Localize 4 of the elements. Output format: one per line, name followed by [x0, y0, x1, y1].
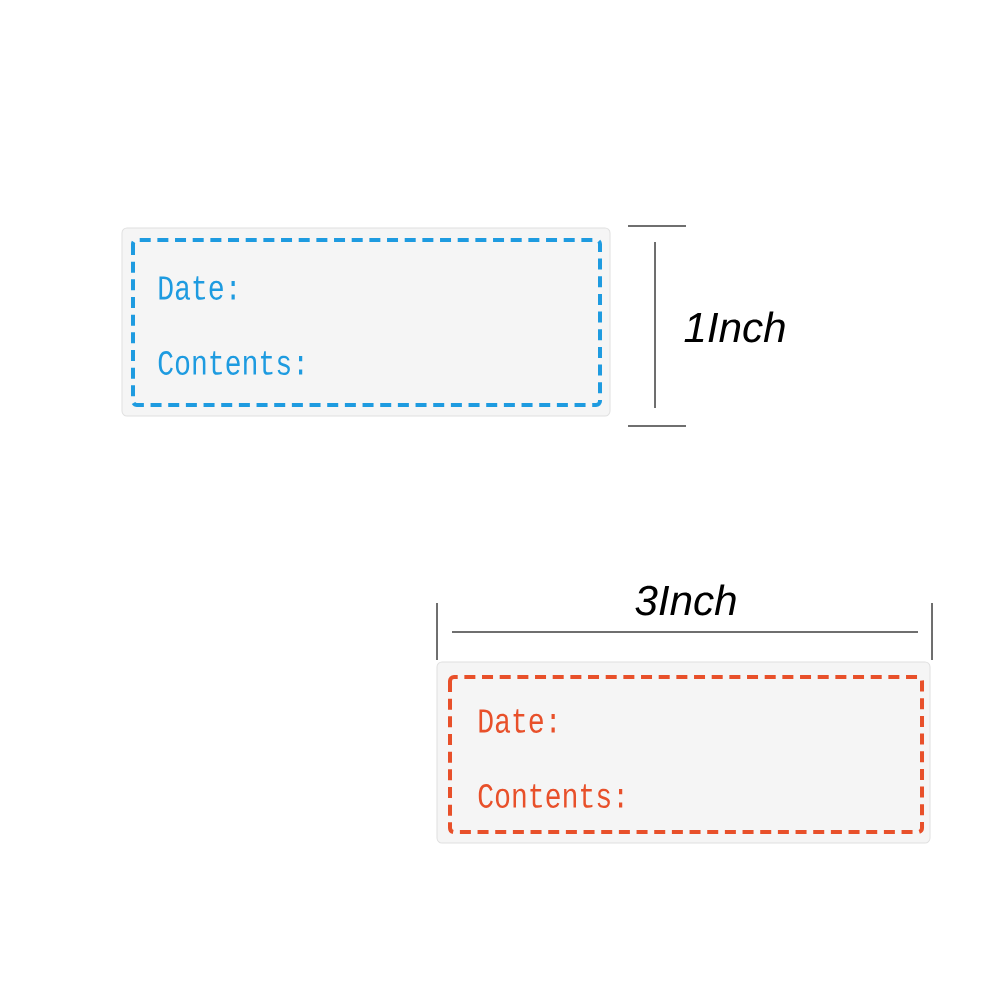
dimension-label: 3Inch	[635, 584, 736, 616]
dimension-label: 1Inch	[684, 311, 785, 343]
sticker-label: Date: Contents:	[121, 227, 611, 417]
sticker-label: Date: Contents:	[436, 661, 931, 844]
